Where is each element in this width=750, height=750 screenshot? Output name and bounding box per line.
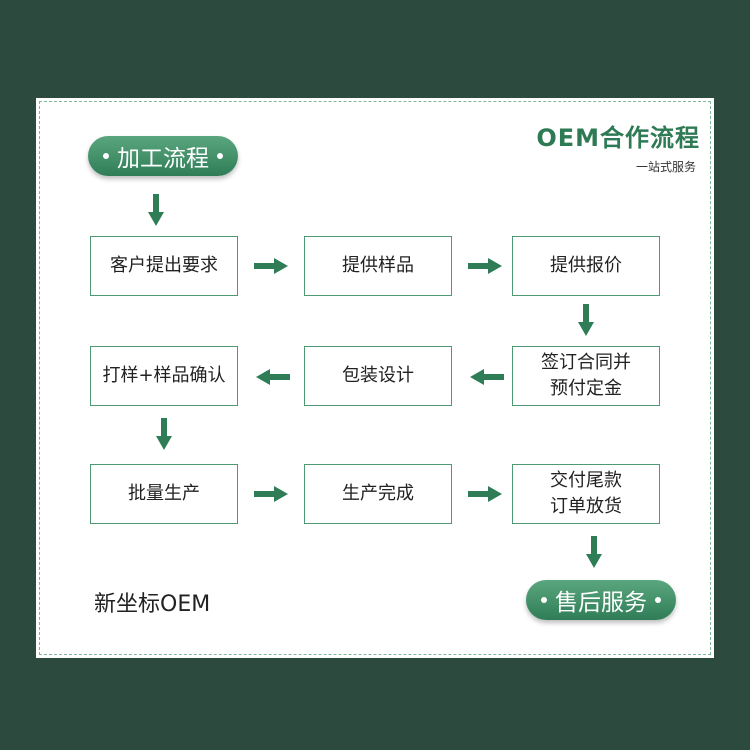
end-pill: 售后服务 [526, 580, 676, 620]
arrow-right-icon [468, 258, 502, 274]
page-title: OEM合作流程 [536, 124, 700, 152]
arrow-right-icon [254, 486, 288, 502]
step-label: 打样+样品确认 [102, 365, 226, 386]
step-label: 交付尾款 [550, 470, 622, 491]
step-box: 包装设计 [304, 346, 452, 406]
arrow-down-icon [148, 194, 164, 226]
step-box: 签订合同并 预付定金 [512, 346, 660, 406]
arrow-down-icon [156, 418, 172, 450]
arrow-down-icon [578, 304, 594, 336]
flow-card: OEM合作流程 一站式服务 加工流程 客户提出要求 提供样品 提供报价 签订合同… [36, 98, 714, 658]
step-label: 客户提出要求 [110, 255, 218, 276]
start-pill-label: 加工流程 [117, 146, 209, 172]
step-label: 提供报价 [550, 255, 622, 276]
arrow-right-icon [468, 486, 502, 502]
arrow-right-icon [254, 258, 288, 274]
step-label: 订单放货 [550, 496, 622, 517]
arrow-down-icon [586, 536, 602, 568]
end-pill-label: 售后服务 [555, 590, 647, 616]
arrow-left-icon [470, 369, 504, 385]
step-box: 客户提出要求 [90, 236, 238, 296]
step-label: 预付定金 [550, 378, 622, 399]
arrow-left-icon [256, 369, 290, 385]
dot-icon [103, 153, 109, 159]
page-subtitle: 一站式服务 [635, 160, 696, 174]
step-box: 提供样品 [304, 236, 452, 296]
dot-icon [217, 153, 223, 159]
step-label: 批量生产 [128, 483, 200, 504]
step-label: 生产完成 [342, 483, 414, 504]
dot-icon [541, 597, 547, 603]
step-box: 打样+样品确认 [90, 346, 238, 406]
step-label: 签订合同并 [541, 352, 631, 373]
brand-label: 新坐标OEM [94, 592, 211, 617]
step-box: 生产完成 [304, 464, 452, 524]
step-box: 交付尾款 订单放货 [512, 464, 660, 524]
step-box: 批量生产 [90, 464, 238, 524]
step-label: 提供样品 [342, 255, 414, 276]
start-pill: 加工流程 [88, 136, 238, 176]
dot-icon [655, 597, 661, 603]
step-box: 提供报价 [512, 236, 660, 296]
step-label: 包装设计 [342, 365, 414, 386]
